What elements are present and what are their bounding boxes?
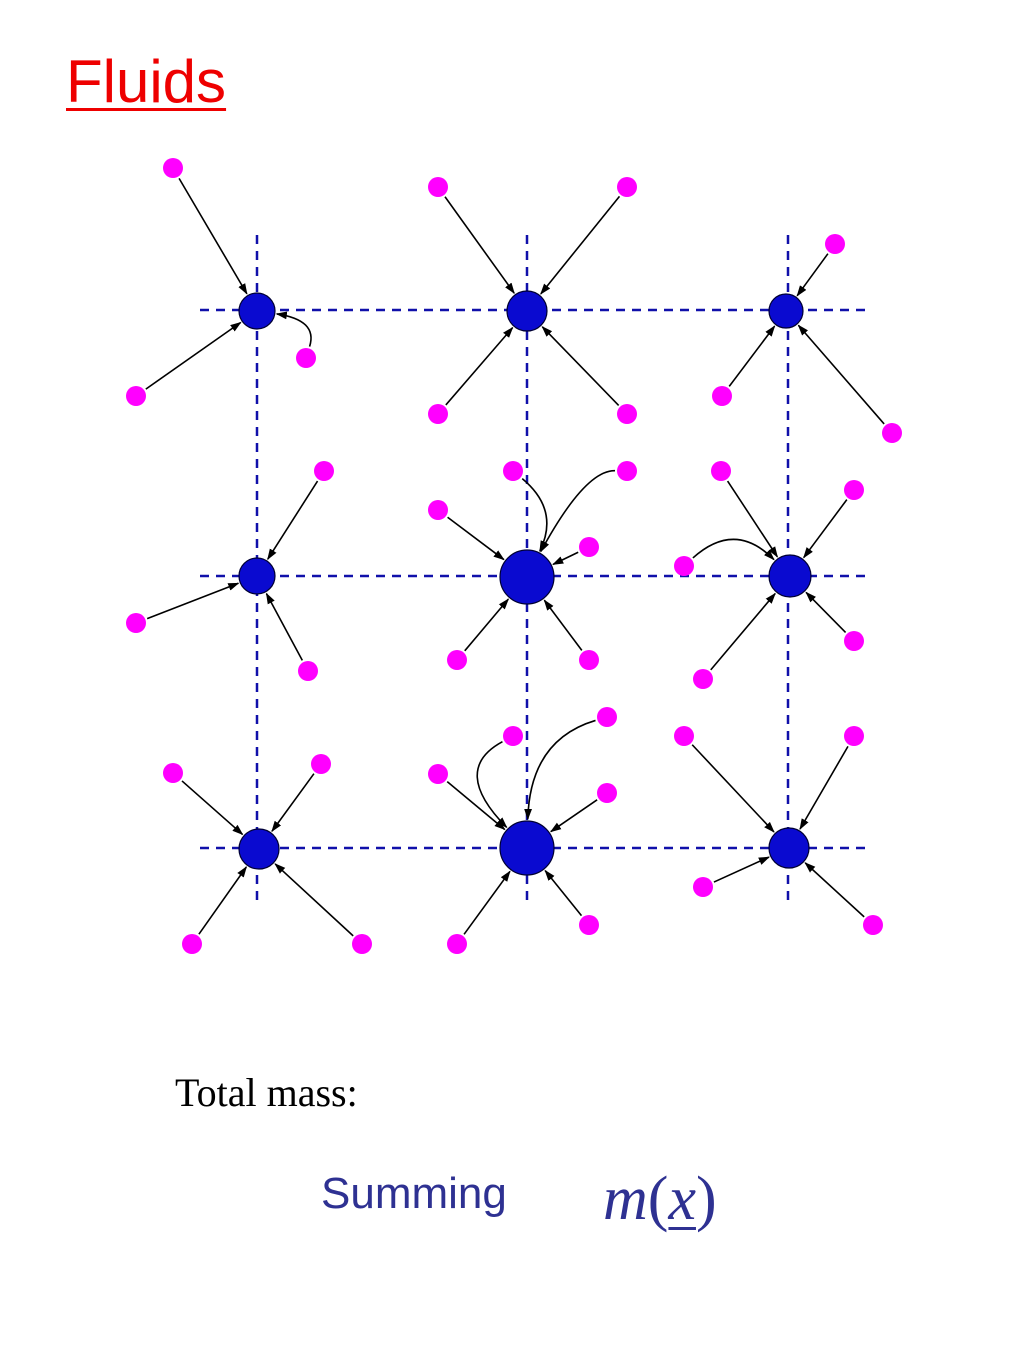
transfer-arrow-10	[797, 324, 885, 425]
summing-label: Summing	[321, 1169, 507, 1218]
transfer-arrow-38	[804, 862, 865, 918]
transfer-arrow-7	[541, 325, 620, 406]
transfer-arrow-4	[444, 196, 515, 295]
transfer-arrow-9	[728, 325, 776, 387]
formula-variable: x	[668, 1165, 696, 1233]
transfer-arrow-12	[146, 582, 240, 620]
grid-node-4	[238, 557, 276, 595]
grid-node-7	[238, 828, 280, 870]
particle-22	[674, 556, 694, 576]
transfer-arrow-25	[181, 780, 244, 836]
transfer-arrow-8	[796, 253, 829, 297]
particle-12	[126, 613, 146, 633]
transfer-arrow-33	[463, 870, 511, 935]
particle-21	[844, 480, 864, 500]
transfer-arrow-5	[540, 195, 621, 295]
particle-26	[311, 754, 331, 774]
transfer-arrow-14	[447, 516, 505, 561]
particle-18	[447, 650, 467, 670]
particle-15	[503, 461, 523, 481]
total-mass-label: Total mass:	[175, 1070, 358, 1115]
transfer-arrow-13	[265, 592, 304, 661]
transfer-arrow-17	[552, 551, 579, 566]
formula-close-paren: )	[695, 1165, 717, 1233]
particle-19	[579, 650, 599, 670]
transfer-arrow-27	[198, 866, 247, 935]
particle-20	[711, 461, 731, 481]
transfer-arrow-23	[805, 591, 847, 634]
particle-34	[579, 915, 599, 935]
particle-38	[863, 915, 883, 935]
transfer-arrows	[145, 177, 885, 937]
particle-7	[617, 404, 637, 424]
grid-node-2	[506, 290, 548, 332]
grid-node-9	[768, 827, 810, 869]
particle-2	[126, 386, 146, 406]
particle-27	[182, 934, 202, 954]
particle-10	[882, 423, 902, 443]
grid-node-5	[499, 549, 555, 605]
particle-32	[597, 783, 617, 803]
transfer-arrow-21	[803, 499, 848, 559]
particle-9	[712, 386, 732, 406]
grid-node-1	[238, 292, 276, 330]
particle-30	[503, 726, 523, 746]
particle-3	[296, 348, 316, 368]
formula-function: m	[603, 1165, 648, 1233]
transfer-arrow-1	[178, 177, 248, 295]
particle-5	[617, 177, 637, 197]
transfer-arrow-16	[540, 469, 616, 553]
grid-nodes	[238, 290, 812, 876]
particle-33	[447, 934, 467, 954]
transfer-arrow-19	[543, 599, 583, 651]
transfer-arrow-22	[692, 538, 775, 561]
grid-node-6	[768, 554, 812, 598]
grid-node-8	[499, 820, 555, 876]
particle-31	[597, 707, 617, 727]
transfer-arrow-37	[713, 856, 770, 883]
particle-4	[428, 177, 448, 197]
transfer-arrow-35	[691, 744, 775, 833]
particle-16	[617, 461, 637, 481]
transfer-arrow-36	[799, 745, 849, 830]
particle-37	[693, 877, 713, 897]
transfer-arrow-11	[267, 480, 319, 561]
grid-node-3	[768, 293, 804, 329]
transfer-arrow-24	[710, 592, 776, 671]
particle-13	[298, 661, 318, 681]
particle-35	[674, 726, 694, 746]
particle-24	[693, 669, 713, 689]
particle-29	[428, 764, 448, 784]
transfer-arrow-6	[445, 326, 514, 406]
transfer-arrow-3	[275, 311, 312, 347]
transfer-arrow-2	[145, 321, 242, 390]
transfer-arrow-30	[476, 740, 508, 829]
particle-36	[844, 726, 864, 746]
transfer-arrow-29	[446, 781, 506, 831]
transfer-arrow-32	[549, 799, 598, 833]
particle-1	[163, 158, 183, 178]
particle-8	[825, 234, 845, 254]
transfer-arrow-26	[271, 773, 315, 833]
particle-11	[314, 461, 334, 481]
mass-formula: m(x)	[603, 1168, 717, 1230]
slide-title: Fluids	[66, 48, 227, 115]
particle-6	[428, 404, 448, 424]
transfer-arrow-28	[274, 863, 354, 937]
particles	[126, 158, 902, 954]
transfer-arrow-31	[524, 719, 596, 821]
formula-open-paren: (	[647, 1165, 669, 1233]
particle-14	[428, 500, 448, 520]
transfer-arrow-18	[464, 598, 510, 652]
transfer-arrow-34	[544, 869, 583, 917]
particle-25	[163, 763, 183, 783]
particle-23	[844, 631, 864, 651]
transfer-arrow-20	[726, 480, 779, 558]
particle-17	[579, 537, 599, 557]
particle-28	[352, 934, 372, 954]
